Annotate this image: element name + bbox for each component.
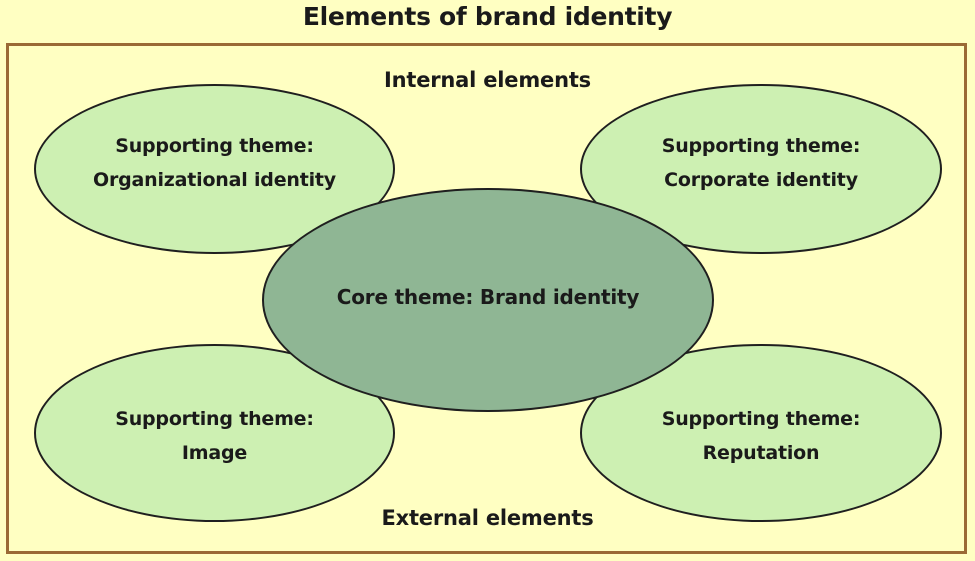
diagram-frame: [6, 43, 967, 554]
internal-elements-label: Internal elements: [384, 68, 591, 92]
supporting-theme-label: Supporting theme:: [661, 135, 861, 157]
reputation-label: Reputation: [702, 442, 820, 464]
corporate-identity-label: Corporate identity: [664, 169, 858, 191]
core-theme-brand-identity: Core theme: Brand identity: [262, 188, 714, 412]
diagram-title: Elements of brand identity: [302, 2, 673, 31]
image-label: Image: [181, 442, 248, 464]
external-elements-label: External elements: [381, 506, 594, 530]
organizational-identity-label: Organizational identity: [93, 169, 336, 191]
supporting-theme-label: Supporting theme:: [115, 135, 314, 157]
supporting-theme-label: Supporting theme:: [661, 408, 861, 430]
core-theme-label: Core theme: Brand identity: [336, 285, 640, 309]
supporting-theme-label: Supporting theme:: [115, 408, 314, 430]
